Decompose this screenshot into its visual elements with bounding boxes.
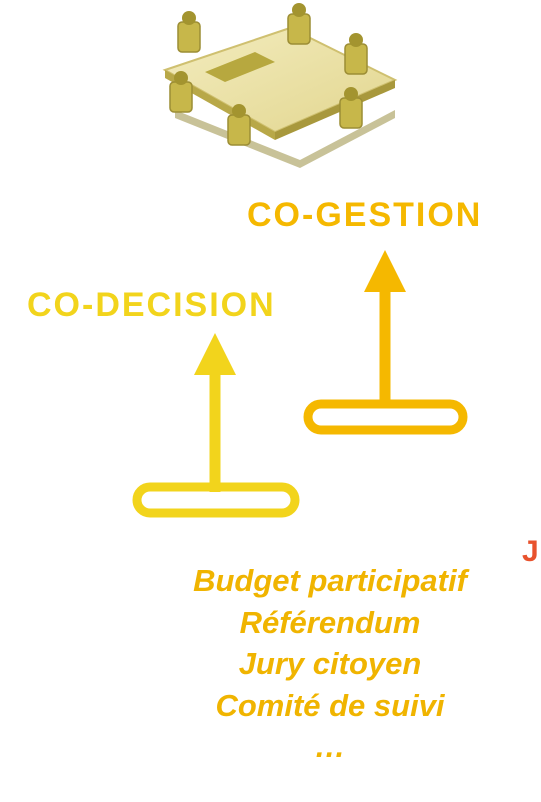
examples-list: Budget participatif Référendum Jury cito… xyxy=(130,560,530,768)
co-gestion-label: CO-GESTION xyxy=(247,196,483,234)
example-item: Budget participatif xyxy=(193,563,467,598)
cropped-letter: J xyxy=(522,535,539,568)
example-item: Référendum xyxy=(239,604,421,640)
example-item: Comité de suivi xyxy=(215,687,445,723)
example-item: Jury citoyen xyxy=(238,646,422,681)
example-item: … xyxy=(314,729,346,764)
arrow-up-decision-icon xyxy=(132,333,300,518)
arrow-up-gestion-icon xyxy=(303,250,468,435)
co-decision-label: CO-DECISION xyxy=(27,286,276,324)
